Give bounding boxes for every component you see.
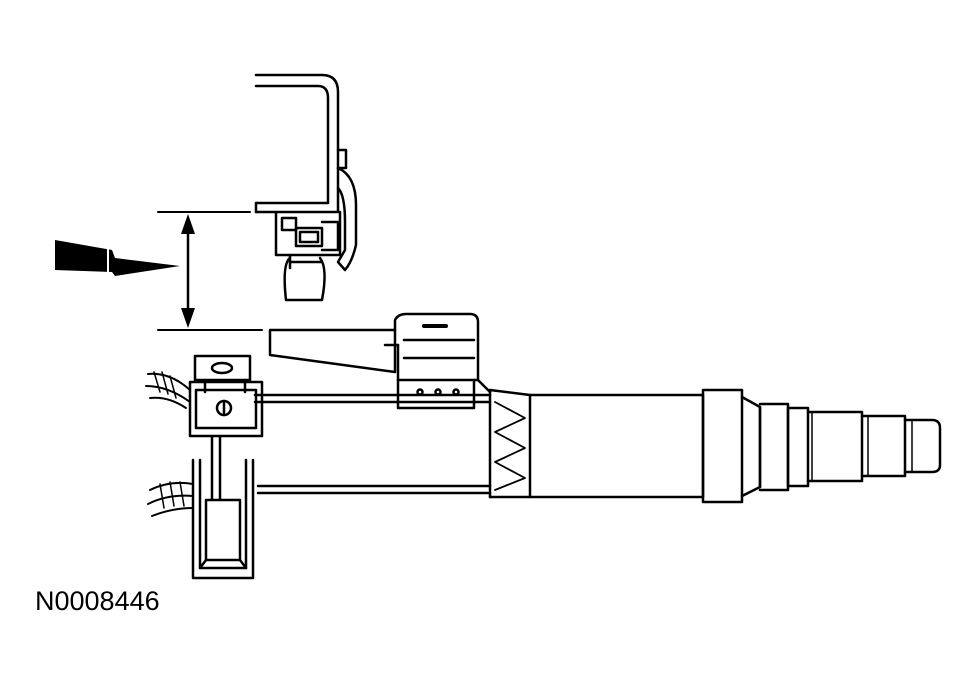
dimension-arrowhead-bottom-icon [181, 308, 195, 328]
switch-connector [268, 312, 492, 410]
figure-id-label: N0008446 [35, 586, 160, 616]
retaining-clip [274, 210, 342, 302]
steering-column-tube [253, 388, 942, 504]
wiring-harness [145, 371, 194, 517]
dimension-arrowhead-top-icon [181, 214, 195, 234]
direction-arrow-icon [55, 240, 180, 276]
lower-bracket [191, 458, 255, 580]
dimension-marker [157, 211, 263, 331]
mounting-bracket [254, 73, 358, 272]
column-mount-block [188, 354, 264, 502]
